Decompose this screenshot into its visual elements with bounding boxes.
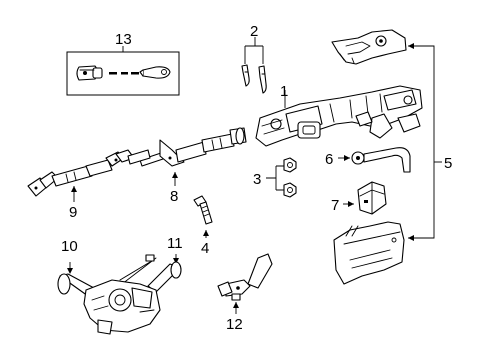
bolt-4 [193,195,213,238]
module-7 [343,181,387,215]
leader-5 [408,43,442,241]
callout-10: 10 [61,238,78,255]
lock-cylinder-kit-13 [66,46,180,96]
callout-9: 9 [69,204,77,221]
callout-4: 4 [201,240,209,257]
callout-5: 5 [444,155,452,172]
callout-12: 12 [226,316,243,333]
intermediate-shaft-8 [139,127,247,186]
callout-8: 8 [170,188,178,205]
multifunction-switch-10-11 [57,254,182,335]
lower-shaft-9 [27,149,151,202]
callout-1: 1 [280,83,288,100]
column-cover-upper-5 [331,29,407,65]
steering-column-1 [255,85,423,147]
callout-6: 6 [325,151,333,168]
nuts-3 [266,157,297,198]
callout-11: 11 [167,235,183,252]
callout-7: 7 [331,197,339,214]
callout-2: 2 [250,23,258,40]
callout-13: 13 [115,31,132,48]
tilt-lever-6 [338,147,411,173]
lever-12 [217,253,273,314]
clips-2 [241,37,267,94]
callout-3: 3 [253,171,261,188]
column-cover-lower-5 [333,221,405,285]
